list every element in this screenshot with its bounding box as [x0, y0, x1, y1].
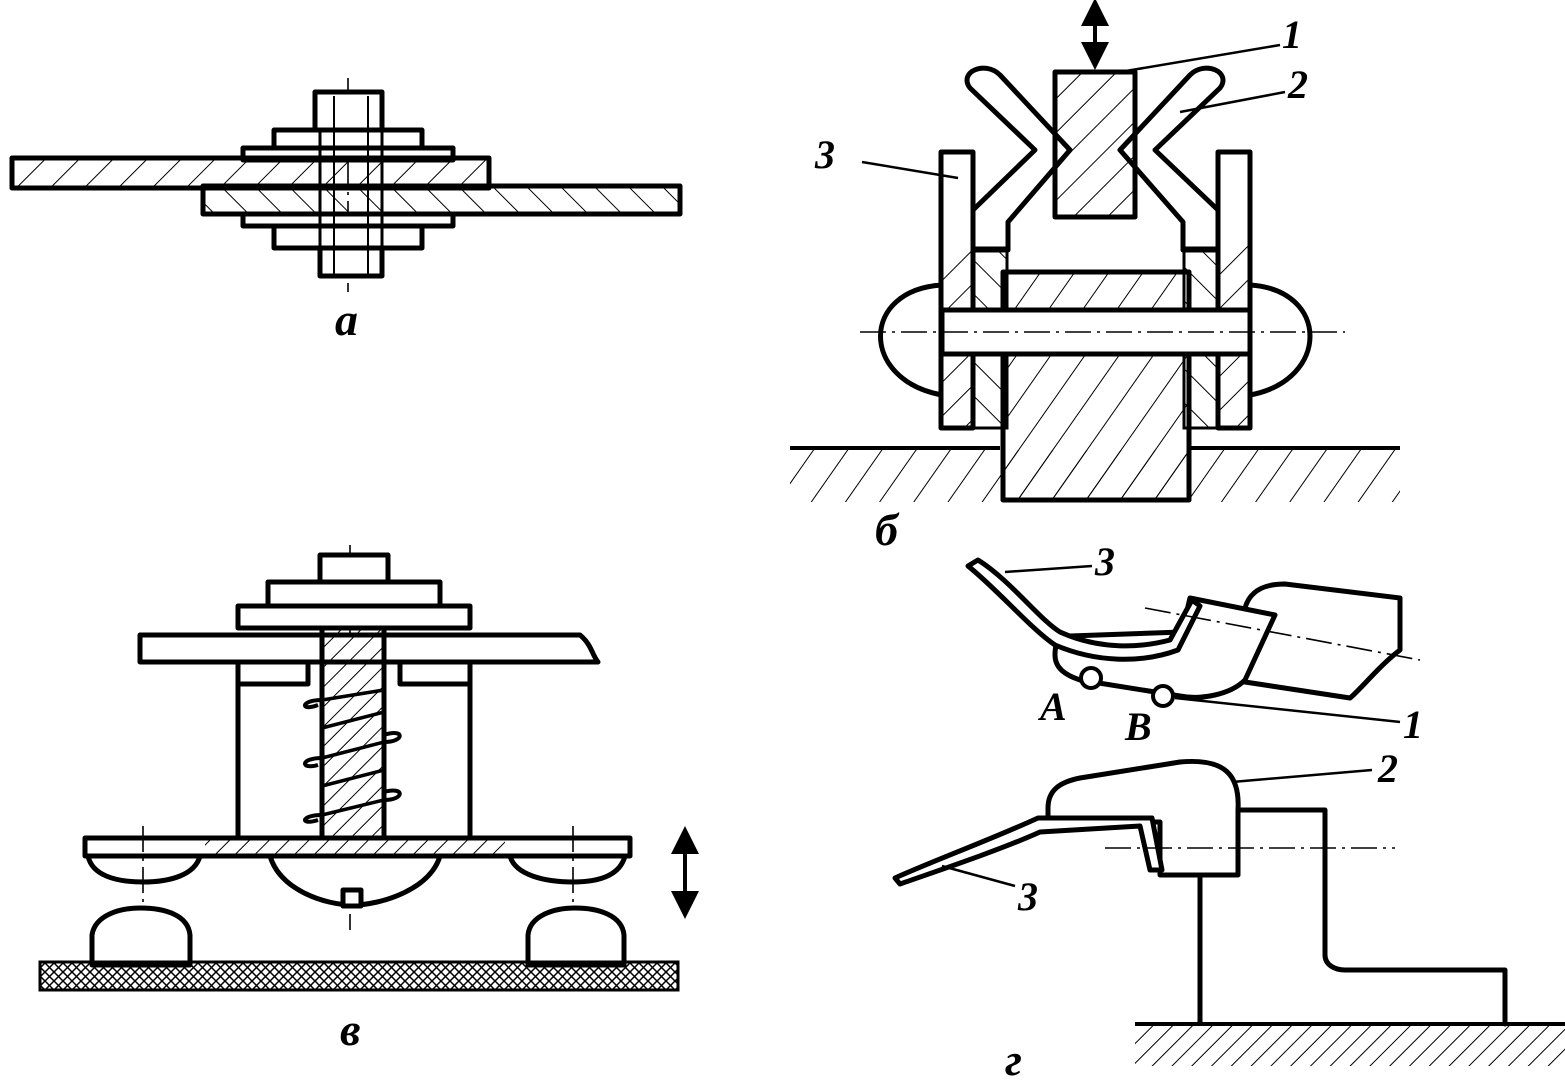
panel-g-label-A: A	[1037, 684, 1067, 729]
panel-b-label-1: 1	[1282, 12, 1302, 57]
panel-a-bolted-joint: a	[9, 78, 683, 345]
panel-g-label-2: 2	[1377, 746, 1398, 791]
panel-g-finger-contact: 3 A B 1 2 3 г	[892, 539, 1565, 1084]
panel-g-label-3-top: 3	[1094, 539, 1115, 584]
panel-b-caption: б	[875, 504, 900, 555]
panel-g-label-1: 1	[1403, 702, 1423, 747]
panel-g-label-3-bottom: 3	[1017, 874, 1038, 919]
panel-b-knife-contact: 1 2 3 б	[790, 0, 1400, 555]
panel-g-caption: г	[1005, 1034, 1022, 1084]
panel-b-label-2: 2	[1287, 62, 1308, 107]
panel-v-bridge-contact: в	[38, 545, 699, 1055]
panel-v-caption: в	[340, 1004, 361, 1055]
panel-b-label-3: 3	[814, 132, 835, 177]
panel-a-caption: a	[335, 294, 358, 345]
panel-g-label-B: B	[1124, 704, 1152, 749]
